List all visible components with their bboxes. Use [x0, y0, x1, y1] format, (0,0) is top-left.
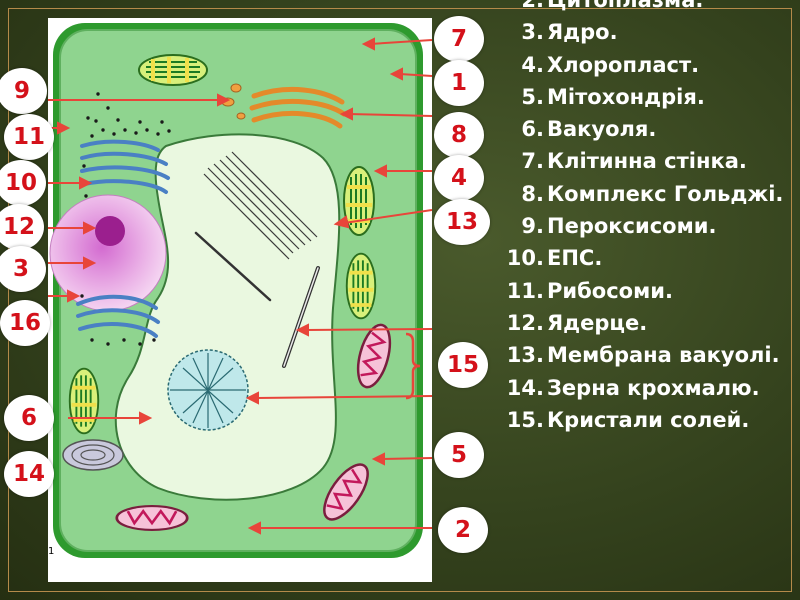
label-badge-13: 13 — [434, 199, 490, 245]
legend-label: Хлоропласт. — [547, 52, 700, 77]
legend-number: 13. — [506, 343, 544, 368]
legend-number: 6. — [521, 117, 544, 142]
label-badge-5: 5 — [434, 432, 484, 478]
nucleolus — [95, 216, 125, 246]
legend-list: 2. Цитоплазма. 3. Ядро. 4. Хлоропласт. 5… — [497, 0, 797, 436]
legend-item: 2. Цитоплазма. — [497, 0, 797, 16]
legend-number: 9. — [521, 214, 544, 239]
slide-frame — [8, 8, 792, 592]
chloroplast — [137, 53, 209, 87]
legend-label: Мітохондрія. — [547, 84, 705, 109]
legend-number: 3. — [521, 20, 544, 45]
chloroplast — [67, 366, 101, 436]
legend-item: 10. ЕПС. — [497, 242, 797, 274]
bracket-15 — [405, 332, 421, 400]
label-badge-14: 14 — [4, 451, 54, 497]
legend-item: 3. Ядро. — [497, 16, 797, 48]
legend-item: 4. Хлоропласт. — [497, 49, 797, 81]
label-badge-8: 8 — [434, 112, 484, 158]
legend-label: Зерна крохмалю. — [547, 375, 760, 400]
crystal-druse — [167, 349, 249, 431]
legend-item: 6. Вакуоля. — [497, 113, 797, 145]
legend-label: Цитоплазма. — [547, 0, 704, 12]
label-badge-3: 3 — [0, 246, 46, 292]
legend-label: Рибосоми. — [547, 278, 673, 303]
legend-label: Вакуоля. — [547, 117, 657, 142]
legend-label: Клітинна стінка. — [547, 149, 747, 174]
legend-item: 11. Рибосоми. — [497, 275, 797, 307]
legend-number: 8. — [521, 181, 544, 206]
legend-item: 13. Мембрана вакуолі. — [497, 339, 797, 371]
legend-number: 5. — [521, 84, 544, 109]
figure-mark: 1 — [48, 546, 55, 557]
starch-grain — [62, 439, 124, 471]
legend-number: 15. — [506, 407, 544, 432]
legend-number: 12. — [506, 310, 544, 335]
legend-number: 10. — [506, 246, 544, 271]
golgi-apparatus — [249, 86, 347, 129]
label-badge-4: 4 — [434, 155, 484, 201]
label-badge-7: 7 — [434, 16, 484, 62]
legend-label: Кристали солей. — [547, 407, 750, 432]
label-badge-11: 11 — [4, 114, 54, 160]
legend-number: 14. — [506, 375, 544, 400]
needle-crystal-2 — [282, 266, 320, 368]
endoplasmic-reticulum — [80, 139, 170, 194]
plant-cell-diagram — [48, 18, 432, 582]
label-badge-6: 6 — [4, 395, 54, 441]
label-arrows — [48, 37, 432, 535]
legend-label: Мембрана вакуолі. — [547, 343, 780, 368]
chloroplast — [344, 251, 378, 321]
peroxisomes — [221, 83, 246, 120]
legend-label: ЕПС. — [547, 246, 603, 271]
rough-er — [76, 294, 160, 338]
legend-label: Пероксисоми. — [547, 214, 717, 239]
label-badge-16: 16 — [0, 300, 50, 346]
needle-crystal — [194, 231, 272, 302]
legend-label: Ядерце. — [547, 310, 648, 335]
legend-item: 7. Клітинна стінка. — [497, 145, 797, 177]
label-badge-12: 12 — [0, 204, 44, 250]
legend-item: 8. Комплекс Гольджі. — [497, 178, 797, 210]
label-badge-15: 15 — [438, 342, 488, 388]
label-badge-9: 9 — [0, 68, 47, 114]
legend-item: 15. Кристали солей. — [497, 404, 797, 436]
mitochondrion — [115, 504, 189, 532]
legend-item: 9. Пероксисоми. — [497, 210, 797, 242]
legend-number: 4. — [521, 52, 544, 77]
legend-item: 14. Зерна крохмалю. — [497, 372, 797, 404]
ribosomes — [80, 92, 171, 346]
legend-label: Комплекс Гольджі. — [547, 181, 784, 206]
cell-illustration — [48, 18, 432, 582]
legend-number: 2. — [521, 0, 544, 12]
legend-number: 7. — [521, 149, 544, 174]
label-badge-10: 10 — [0, 160, 46, 206]
legend-item: 5. Мітохондрія. — [497, 81, 797, 113]
legend-item: 12. Ядерце. — [497, 307, 797, 339]
raphide-bundle — [203, 151, 318, 260]
label-badge-1: 1 — [434, 60, 484, 106]
label-badge-2: 2 — [438, 507, 488, 553]
legend-number: 11. — [506, 278, 544, 303]
legend-label: Ядро. — [547, 20, 618, 45]
